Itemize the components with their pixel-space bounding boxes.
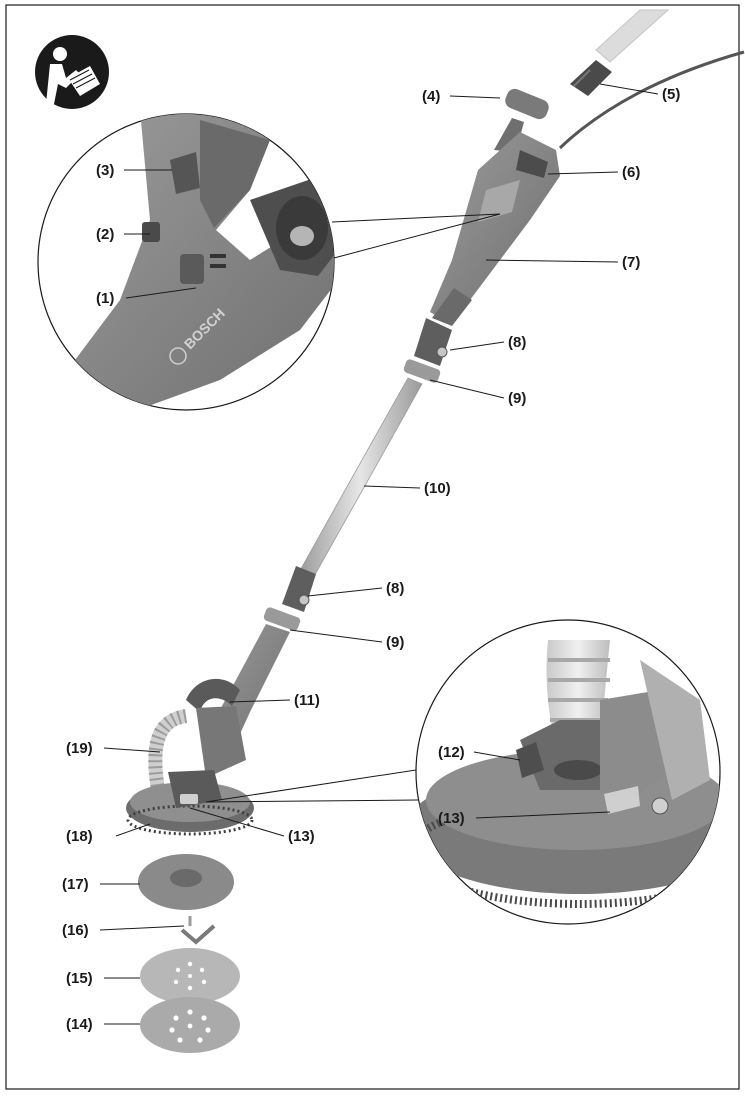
telescopic-pole — [297, 377, 423, 581]
sanding-disc-14 — [140, 997, 240, 1053]
label-2: (2) — [96, 226, 114, 243]
label-19: (19) — [66, 740, 93, 757]
label-7: (7) — [622, 254, 640, 271]
label-8-upper: (8) — [508, 334, 526, 351]
label-8-lower: (8) — [386, 580, 404, 597]
label-11: (11) — [294, 692, 320, 709]
label-10: (10) — [424, 480, 451, 497]
detail-circle-top: BOSCH — [37, 113, 335, 411]
sanding-plate — [138, 854, 234, 910]
label-3: (3) — [96, 162, 114, 179]
upper-clamp — [403, 318, 452, 383]
callout-labels: (1) (2) (3) (4) (5) (6) (7) (8) (9) (10)… — [62, 86, 680, 1033]
label-14: (14) — [66, 1016, 93, 1033]
upper-body — [430, 88, 560, 326]
label-9-lower: (9) — [386, 634, 404, 651]
label-16: (16) — [62, 922, 89, 939]
label-13: (13) — [288, 828, 315, 845]
label-6: (6) — [622, 164, 640, 181]
sanding-disc-15 — [140, 948, 240, 1004]
lower-arm — [186, 624, 290, 778]
drywall-sander-main — [126, 9, 745, 1053]
page-border — [5, 4, 740, 1090]
label-1: (1) — [96, 290, 114, 307]
leader-lines — [99, 83, 659, 1025]
label-13-detail: (13) — [438, 810, 465, 827]
label-4: (4) — [422, 88, 440, 105]
label-5: (5) — [662, 86, 680, 103]
hex-key — [180, 916, 216, 945]
zoom-lines — [205, 213, 501, 803]
power-cable — [558, 50, 745, 150]
label-12: (12) — [438, 744, 465, 761]
label-9-upper: (9) — [508, 390, 526, 407]
detail-circle-bottom — [415, 619, 721, 925]
label-17: (17) — [62, 876, 89, 893]
lower-clamp — [263, 566, 316, 631]
dust-hose-top — [570, 9, 670, 96]
label-15: (15) — [66, 970, 93, 987]
read-manual-icon — [35, 35, 109, 109]
label-18: (18) — [66, 828, 93, 845]
